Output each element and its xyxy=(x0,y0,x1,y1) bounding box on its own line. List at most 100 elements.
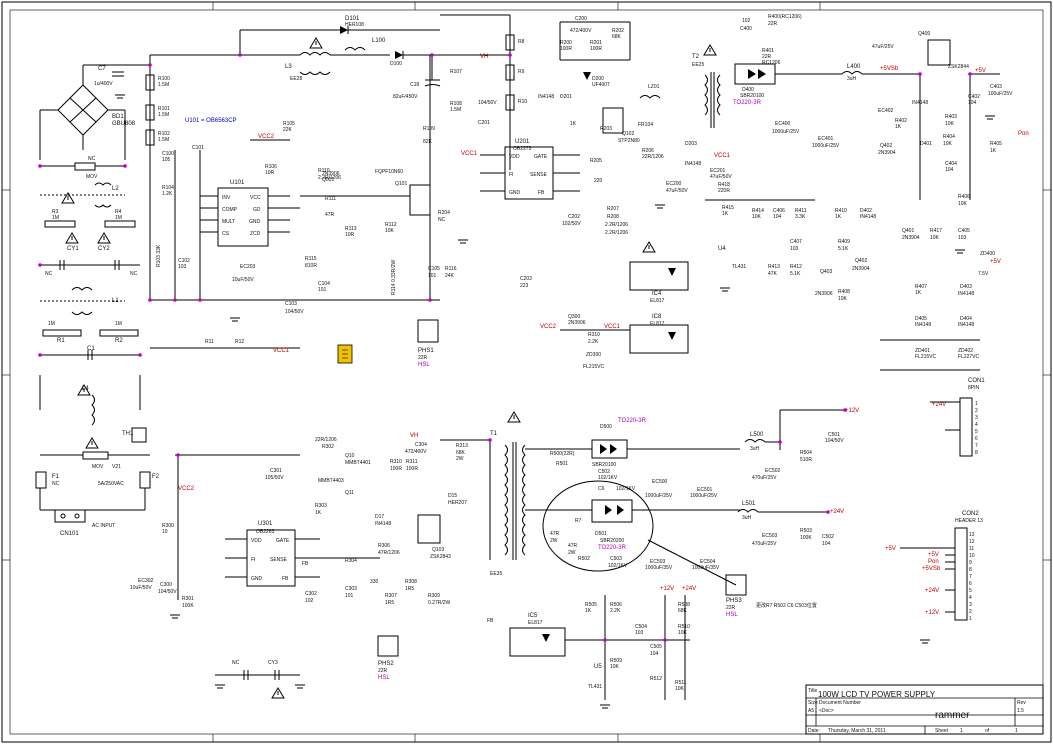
ground-icon xyxy=(920,639,930,644)
phs2-hsl: HSL xyxy=(378,675,390,681)
svg-text:R403: R403 xyxy=(945,114,957,120)
l501-value: 3uH xyxy=(742,515,752,521)
phs1-ref: PHS1 xyxy=(418,348,434,354)
heatsink-phs2 xyxy=(377,635,399,657)
con2-pins: 13 12 11 10 9 8 7 6 5 4 3 2 1 xyxy=(969,532,975,622)
svg-text:2N3904: 2N3904 xyxy=(902,235,920,241)
warning-icon xyxy=(97,232,111,244)
svg-text:47R: 47R xyxy=(568,543,578,549)
svg-text:IN4148: IN4148 xyxy=(915,322,931,328)
svg-text:100K: 100K xyxy=(800,535,812,541)
f2-value: 5A/250VAC xyxy=(98,481,124,487)
svg-text:1K: 1K xyxy=(835,214,842,220)
svg-text:R112: R112 xyxy=(385,222,397,228)
svg-text:R10: R10 xyxy=(518,99,527,105)
svg-text:C101: C101 xyxy=(192,145,204,151)
svg-text:GD: GD xyxy=(253,207,261,213)
t1-ref: T1 xyxy=(490,431,498,437)
svg-text:103: 103 xyxy=(635,630,644,636)
warning-icon xyxy=(85,437,99,449)
svg-text:R309: R309 xyxy=(428,593,440,599)
mosfet-q400 xyxy=(927,39,951,66)
svg-text:R100: R100 xyxy=(158,76,170,82)
svg-text:Q400: Q400 xyxy=(918,31,930,37)
svg-text:6: 6 xyxy=(975,436,978,442)
ground-icon xyxy=(985,115,995,120)
svg-text:MULT: MULT xyxy=(222,219,235,225)
svg-text:1K: 1K xyxy=(315,510,322,516)
svg-text:C502: C502 xyxy=(598,469,610,475)
rev-label: Rev xyxy=(1017,700,1026,706)
svg-text:10: 10 xyxy=(969,553,975,559)
svg-text:11: 11 xyxy=(969,546,974,552)
vcc1-net-standby: VCC1 xyxy=(461,151,478,157)
svg-text:10K: 10K xyxy=(675,686,685,692)
svg-text:1.5M: 1.5M xyxy=(158,112,169,118)
svg-text:R107: R107 xyxy=(450,69,462,75)
svg-text:FL227VC: FL227VC xyxy=(958,354,980,360)
u4-ref: U4 xyxy=(718,246,726,252)
svg-text:R501: R501 xyxy=(556,461,568,467)
svg-text:C6: C6 xyxy=(598,486,605,492)
svg-text:D17: D17 xyxy=(375,514,384,520)
standby-section: R8 R9 R10 104/50V C201 U201 OB2273 VDD G… xyxy=(438,14,1029,371)
svg-text:EC401: EC401 xyxy=(818,136,834,142)
con2-24v: +24V xyxy=(925,588,939,594)
phs2-ref: PHS2 xyxy=(378,661,394,667)
l501-ref: L501 xyxy=(742,501,756,507)
ec400-value: 1000uF/25V xyxy=(772,129,800,135)
svg-text:C203: C203 xyxy=(520,276,532,282)
svg-text:1000uF/35V: 1000uF/35V xyxy=(645,565,673,571)
svg-text:R402: R402 xyxy=(895,118,907,124)
d500-package: TO220-3R xyxy=(618,418,647,424)
svg-text:C304: C304 xyxy=(415,442,427,448)
date-value: Thursday, March 31, 2011 xyxy=(828,728,886,734)
d501-value: SBR20200 xyxy=(600,538,624,544)
warning-icon xyxy=(642,241,656,253)
svg-text:C501: C501 xyxy=(828,432,840,438)
ground-icon xyxy=(655,204,665,209)
svg-text:R511: R511 xyxy=(675,680,687,686)
svg-text:C404: C404 xyxy=(945,161,957,167)
svg-text:2.2R/1206: 2.2R/1206 xyxy=(605,230,628,236)
svg-text:R510: R510 xyxy=(678,624,690,630)
vcc1-net-aux: VCC1 xyxy=(714,153,731,159)
c1-ref: C1 xyxy=(87,346,95,352)
ground-icon xyxy=(600,704,610,709)
svg-text:FB: FB xyxy=(538,190,545,196)
svg-text:47R: 47R xyxy=(550,531,560,537)
svg-text:IN4148: IN4148 xyxy=(685,161,701,167)
l100-ref: L100 xyxy=(372,38,386,44)
warning-icon xyxy=(507,411,521,423)
vcc2-net-main: VCC2 xyxy=(178,486,195,492)
connector-con1 xyxy=(959,397,973,457)
svg-text:104: 104 xyxy=(822,541,831,547)
svg-text:1K: 1K xyxy=(990,148,997,154)
ic5-ref: IC5 xyxy=(528,613,538,619)
svg-text:EC402: EC402 xyxy=(878,108,894,114)
svg-text:R500(22R): R500(22R) xyxy=(550,451,575,457)
svg-text:R413: R413 xyxy=(768,264,780,270)
svg-text:R108: R108 xyxy=(450,101,462,107)
svg-text:2.2K: 2.2K xyxy=(588,339,599,345)
svg-text:R417: R417 xyxy=(930,228,942,234)
d500-value: SBR20100 xyxy=(592,462,616,468)
svg-text:C406: C406 xyxy=(773,208,785,214)
title-block: Title 100W LCD TV POWER SUPPLY Size A5 D… xyxy=(805,684,1044,735)
svg-text:GND: GND xyxy=(509,190,521,196)
svg-text:2W: 2W xyxy=(568,550,576,556)
svg-text:EC504: EC504 xyxy=(700,559,716,565)
svg-text:0.27R/2W: 0.27R/2W xyxy=(428,600,451,606)
svg-text:2N3906: 2N3906 xyxy=(815,291,833,297)
svg-text:810R: 810R xyxy=(305,263,317,269)
ec203-value: 10uF/50V xyxy=(232,277,254,283)
th1-ref: TH1 xyxy=(122,431,134,437)
svg-text:2N3904: 2N3904 xyxy=(878,150,896,156)
svg-text:22R/1206: 22R/1206 xyxy=(315,437,337,443)
svg-text:FL215VC: FL215VC xyxy=(583,364,605,370)
r3-value: 1M xyxy=(52,215,59,221)
svg-text:102/1KV: 102/1KV xyxy=(608,563,628,569)
24v-net-out: +24V xyxy=(830,509,844,515)
warning-icon xyxy=(309,37,323,49)
svg-text:FI: FI xyxy=(251,557,255,563)
